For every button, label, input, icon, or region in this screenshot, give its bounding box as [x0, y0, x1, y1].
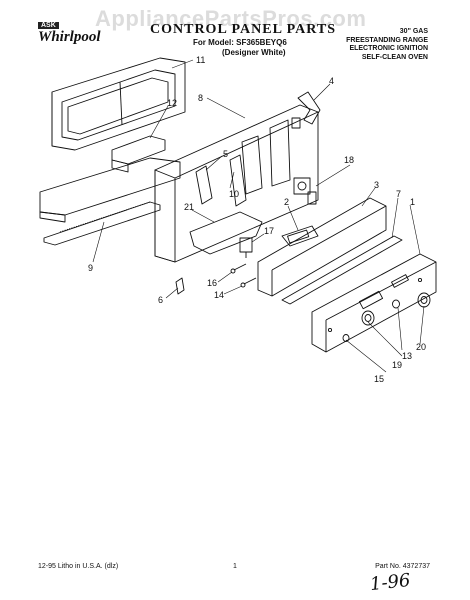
part-9-heat-shield	[39, 157, 181, 246]
callout-13: 13	[402, 351, 412, 361]
part-10-inner-bracket	[229, 154, 247, 207]
part-18-control-module	[293, 177, 317, 205]
product-description: 30" GAS FREESTANDING RANGE ELECTRONIC IG…	[346, 28, 428, 62]
part-5-side-bracket	[195, 165, 213, 205]
callout-20: 20	[416, 342, 426, 352]
footer-page-number: 1	[233, 563, 237, 570]
part-7-trim-strip	[281, 235, 403, 305]
logo-tag: ASK	[38, 22, 59, 29]
callout-6: 6	[158, 295, 163, 305]
callout-2: 2	[284, 197, 289, 207]
page-title: CONTROL PANEL PARTS	[150, 22, 337, 37]
leader-lines	[92, 59, 425, 373]
callout-4: 4	[329, 76, 334, 86]
footer-litho: 12-95 Litho in U.S.A. (dlz)	[38, 563, 119, 570]
part-20-knob	[417, 292, 431, 308]
callout-7: 7	[396, 189, 401, 199]
part-17-switch	[239, 237, 253, 258]
callout-19: 19	[392, 360, 402, 370]
whirlpool-logo: ASK Whirlpool	[38, 22, 104, 48]
handwritten-note: 1-96	[369, 569, 412, 596]
callout-12: 12	[167, 98, 177, 108]
callout-18: 18	[344, 155, 354, 165]
part-2-clock-module	[281, 225, 319, 247]
model-variant: (Designer White)	[222, 48, 286, 57]
callout-15: 15	[374, 374, 384, 384]
part-16-screw	[230, 263, 247, 274]
callout-1: 1	[410, 197, 415, 207]
logo-word: Whirlpool	[38, 29, 101, 45]
part-3-panel-frame	[257, 197, 387, 297]
part-4-end-clip	[297, 91, 321, 125]
callout-labels: 11 12 8 4 5 10 18 21 2 3 7 1 17 9 16 14 …	[88, 55, 426, 384]
part-8-control-panel-housing	[154, 104, 319, 263]
callout-11: 11	[196, 55, 205, 65]
part-11-rear-frame	[51, 57, 186, 151]
model-number: For Model: SF365BEYQ6	[193, 38, 287, 47]
part-19-knob	[361, 310, 375, 326]
callout-14: 14	[214, 290, 224, 300]
description-line: ELECTRONIC IGNITION	[349, 45, 428, 52]
part-13-bushing	[392, 299, 400, 309]
watermark: AppliancePartsPros.com	[95, 6, 367, 31]
footer-part-number: Part No. 4372737	[375, 563, 430, 570]
part-15-screw	[342, 334, 350, 342]
callout-8: 8	[198, 93, 203, 103]
callout-21: 21	[184, 202, 194, 212]
callout-3: 3	[374, 180, 379, 190]
callout-16: 16	[207, 278, 217, 288]
part-21-harness-bracket	[189, 211, 263, 255]
part-14-screw	[240, 277, 257, 288]
description-line: FREESTANDING RANGE	[346, 36, 428, 44]
callout-17: 17	[264, 226, 274, 236]
callout-9: 9	[88, 263, 93, 273]
part-12-bracket	[111, 135, 166, 173]
callout-5: 5	[223, 149, 228, 159]
part-6-clip	[175, 277, 185, 295]
description-line: SELF-CLEAN OVEN	[361, 53, 428, 61]
description-line: 30" GAS	[399, 28, 428, 35]
part-1-control-panel-overlay	[311, 253, 437, 353]
callout-10: 10	[229, 189, 239, 199]
